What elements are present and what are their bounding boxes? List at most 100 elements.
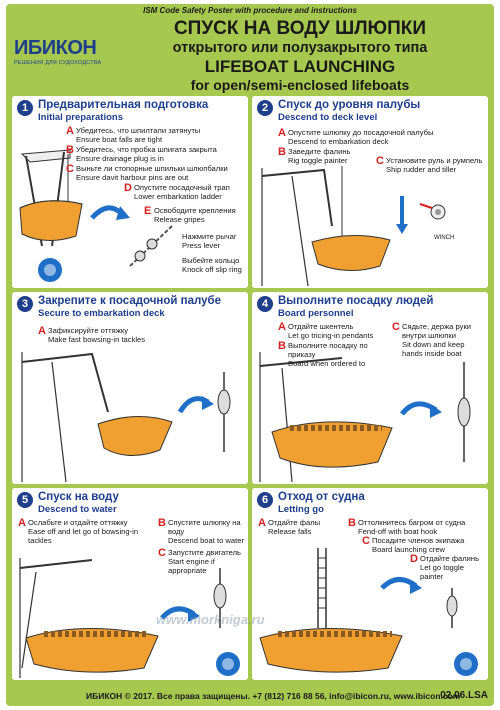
step-text-ru: Заведите фалинь bbox=[288, 147, 351, 156]
step-text-ru: Отдайте шкентель bbox=[288, 322, 354, 331]
step-text-ru: Освободите крепления bbox=[154, 206, 236, 215]
step-text-ru: Опустите шлюпку до посадочной палубы bbox=[288, 128, 434, 137]
water-descent-illustration bbox=[19, 558, 240, 678]
step-text-ru: Посадите членов экипажа bbox=[372, 536, 465, 545]
step-text-en: Board when ordered to bbox=[288, 359, 366, 368]
step-text-en: Lower embarkation ladder bbox=[134, 192, 222, 201]
boarding-illustration bbox=[259, 352, 471, 483]
step-letter: B bbox=[348, 517, 356, 529]
step-text-en: Ensure boat falls are tight bbox=[76, 135, 163, 144]
step-text-ru: Опустите посадочный трап bbox=[134, 183, 230, 192]
poster-title-en: LIFEBOAT LAUNCHING bbox=[204, 57, 396, 76]
logo-subtext: РЕШЕНИЯ ДЛЯ СУДОХОДСТВА bbox=[14, 60, 102, 66]
step-number-badge: 6 bbox=[257, 492, 273, 508]
step-number-badge: 2 bbox=[257, 100, 273, 116]
step-text-en: Ensure davit harbour pins are out bbox=[76, 173, 189, 182]
step-letter: D bbox=[410, 553, 418, 565]
step-text-en: Knock off slip ring bbox=[182, 265, 242, 274]
step-text-ru: Спустите шлюпку на воду bbox=[168, 518, 241, 536]
step-letter: A bbox=[278, 321, 286, 333]
step-letter: C bbox=[392, 321, 400, 333]
step-text-en: Ensure drainage plug is in bbox=[76, 154, 164, 163]
step-letter: B bbox=[66, 144, 74, 156]
panel-title-en: Letting go bbox=[278, 504, 324, 515]
step-text-en: Fend-off with boat hook bbox=[358, 527, 438, 536]
panel-title-ru: Закрепите к посадочной палубе bbox=[38, 295, 222, 307]
step-text-ru: Оттолкнитесь багром от судна bbox=[358, 518, 466, 527]
step-letter: A bbox=[258, 517, 266, 529]
footer-copyright: ИБИКОН © 2017. Все права защищены. +7 (8… bbox=[86, 691, 461, 701]
step-text-ru: Зафиксируйте оттяжку bbox=[48, 326, 129, 335]
step-text-en: Rig toggle painter bbox=[288, 156, 348, 165]
safety-poster: ISM Code Safety Poster with procedure an… bbox=[6, 4, 494, 706]
step-letter: B bbox=[278, 146, 286, 158]
step-letter: C bbox=[376, 155, 384, 167]
step-text-ru: Отдайте фалинь bbox=[420, 554, 480, 563]
poster-subtitle-en: for open/semi-enclosed lifeboats bbox=[190, 77, 410, 93]
winch-label: WINCH bbox=[434, 235, 455, 241]
panel-letting-go: 6 Отход от судна Letting go A Отдайте фа… bbox=[252, 488, 488, 680]
poster-footer: ИБИКОН © 2017. Все права защищены. +7 (8… bbox=[6, 688, 494, 706]
step-text-ru: Установите руль и румпель bbox=[386, 156, 483, 165]
step-letter: A bbox=[278, 127, 286, 139]
panel-title-ru: Предварительная подготовка bbox=[38, 99, 209, 111]
step-text-en: Sit down and keep hands inside boat bbox=[402, 340, 465, 358]
step-text-en: Descend to embarkation deck bbox=[288, 137, 389, 146]
panel-title-en: Board personnel bbox=[278, 308, 354, 319]
panel-descend-to-deck: 2 Спуск до уровня палубы Descend to deck… bbox=[252, 96, 488, 288]
panel-title-ru: Отход от судна bbox=[278, 491, 365, 503]
step-text-en: Let go toggle painter bbox=[420, 563, 464, 581]
secure-tackle-illustration bbox=[21, 352, 231, 483]
step-text-en: Press lever bbox=[182, 241, 220, 250]
poster-title-ru: СПУСК НА ВОДУ ШЛЮПКИ bbox=[173, 18, 427, 39]
step-text-en: Make fast bowsing-in tackles bbox=[48, 335, 146, 344]
step-letter: B bbox=[158, 517, 166, 529]
poster-header: ИБИКОН РЕШЕНИЯ ДЛЯ СУДОХОДСТВА СПУСК НА … bbox=[14, 18, 486, 96]
davit-lifeboat-illustration bbox=[19, 149, 173, 282]
ibicon-logo: ИБИКОН РЕШЕНИЯ ДЛЯ СУДОХОДСТВА bbox=[14, 36, 110, 74]
logo-text: ИБИКОН bbox=[14, 37, 97, 59]
step-text-ru: Сядьте, держа руки внутри шлюпки bbox=[402, 322, 472, 340]
step-letter: D bbox=[124, 182, 132, 194]
step-text-en: Start engine if appropriate bbox=[168, 557, 215, 575]
step-letter: E bbox=[144, 205, 152, 217]
step-text-ru: Ослабьте и отдайте оттяжку bbox=[28, 518, 128, 527]
step-text-ru: Убедитесь, что пробка шпигата закрыта bbox=[76, 145, 217, 154]
step-letter: A bbox=[66, 125, 74, 137]
panel-descend-to-water: 5 Спуск на воду Descend to water A Ослаб… bbox=[12, 488, 248, 680]
poster-subtitle-ru: открытого или полузакрытого типа bbox=[172, 40, 428, 56]
step-number-badge: 4 bbox=[257, 296, 273, 312]
step-text-ru: Запустите двигатель bbox=[168, 548, 241, 557]
step-number-badge: 1 bbox=[17, 100, 33, 116]
panel-title-ru: Спуск до уровня палубы bbox=[278, 99, 421, 111]
step-text-ru: Выньте ли стопорные шпильки шлюпбалки bbox=[76, 164, 228, 173]
step-letter: B bbox=[278, 340, 286, 352]
step-letter: C bbox=[362, 535, 370, 547]
poster-top-strip: ISM Code Safety Poster with procedure an… bbox=[143, 6, 357, 15]
step-letter: A bbox=[18, 517, 26, 529]
panel-title-en: Descend to water bbox=[38, 504, 117, 515]
panel-title-en: Secure to embarkation deck bbox=[38, 308, 165, 319]
letting-go-illustration bbox=[259, 548, 478, 676]
step-text-ru: Нажмите рычаг bbox=[182, 232, 237, 241]
step-letter: C bbox=[158, 547, 166, 559]
step-number-badge: 5 bbox=[17, 492, 33, 508]
step-text-en: Let go tricing-in pendants bbox=[288, 331, 374, 340]
